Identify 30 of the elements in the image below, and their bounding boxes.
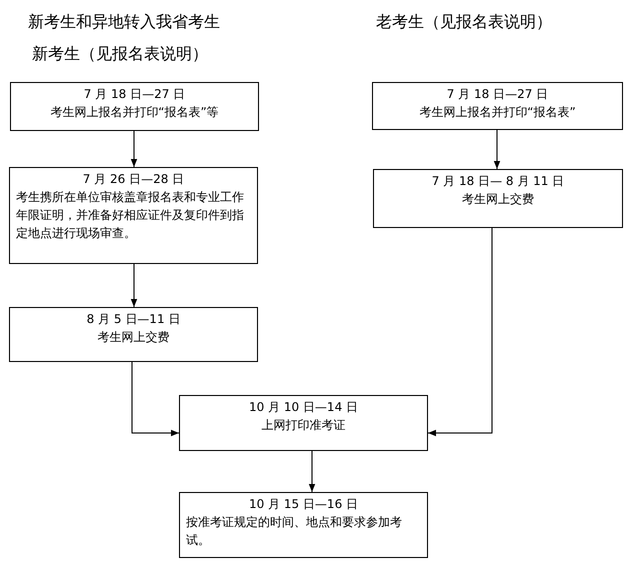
step-description: 考生携所在单位审核盖章报名表和专业工作年限证明，并准备好相应证件及复印件到指定地点进行现场审查。 bbox=[16, 189, 245, 242]
date-range: 10 月 15 日—16 日 bbox=[248, 496, 360, 513]
date-range: 7 月 18 日— 8 月 11 日 bbox=[430, 173, 566, 190]
step-description: 考生网上交费 bbox=[461, 191, 535, 208]
process-box bbox=[9, 307, 258, 362]
arrow bbox=[308, 450, 316, 492]
step-description: 考生网上报名并打印“报名表” bbox=[418, 104, 577, 121]
process-box bbox=[179, 395, 428, 451]
date-range: 7 月 26 日—28 日 bbox=[82, 171, 186, 188]
date-range: 8 月 5 日—11 日 bbox=[86, 311, 182, 328]
process-box bbox=[10, 82, 259, 131]
date-range: 7 月 18 日—27 日 bbox=[446, 86, 550, 103]
step-description: 上网打印准考证 bbox=[260, 417, 346, 434]
date-range: 10 月 10 日—14 日 bbox=[248, 399, 360, 416]
process-box bbox=[373, 169, 623, 228]
arrow bbox=[130, 130, 138, 168]
process-box bbox=[179, 492, 428, 558]
step-description: 按准考证规定的时间、地点和要求参加考试。 bbox=[186, 514, 403, 549]
group-heading: 新考生和异地转入我省考生 bbox=[28, 12, 220, 33]
process-box bbox=[9, 167, 258, 264]
step-description: 考生网上交费 bbox=[96, 329, 170, 346]
arrow bbox=[132, 362, 180, 436]
step-description: 考生网上报名并打印“报名表”等 bbox=[49, 104, 220, 121]
arrow bbox=[428, 228, 492, 436]
arrow bbox=[130, 264, 138, 308]
date-range: 7 月 18 日—27 日 bbox=[82, 86, 186, 103]
group-heading: 老考生（见报名表说明） bbox=[376, 12, 552, 33]
process-box bbox=[372, 82, 623, 130]
group-heading: 新考生（见报名表说明） bbox=[32, 44, 208, 65]
arrow bbox=[494, 130, 500, 170]
